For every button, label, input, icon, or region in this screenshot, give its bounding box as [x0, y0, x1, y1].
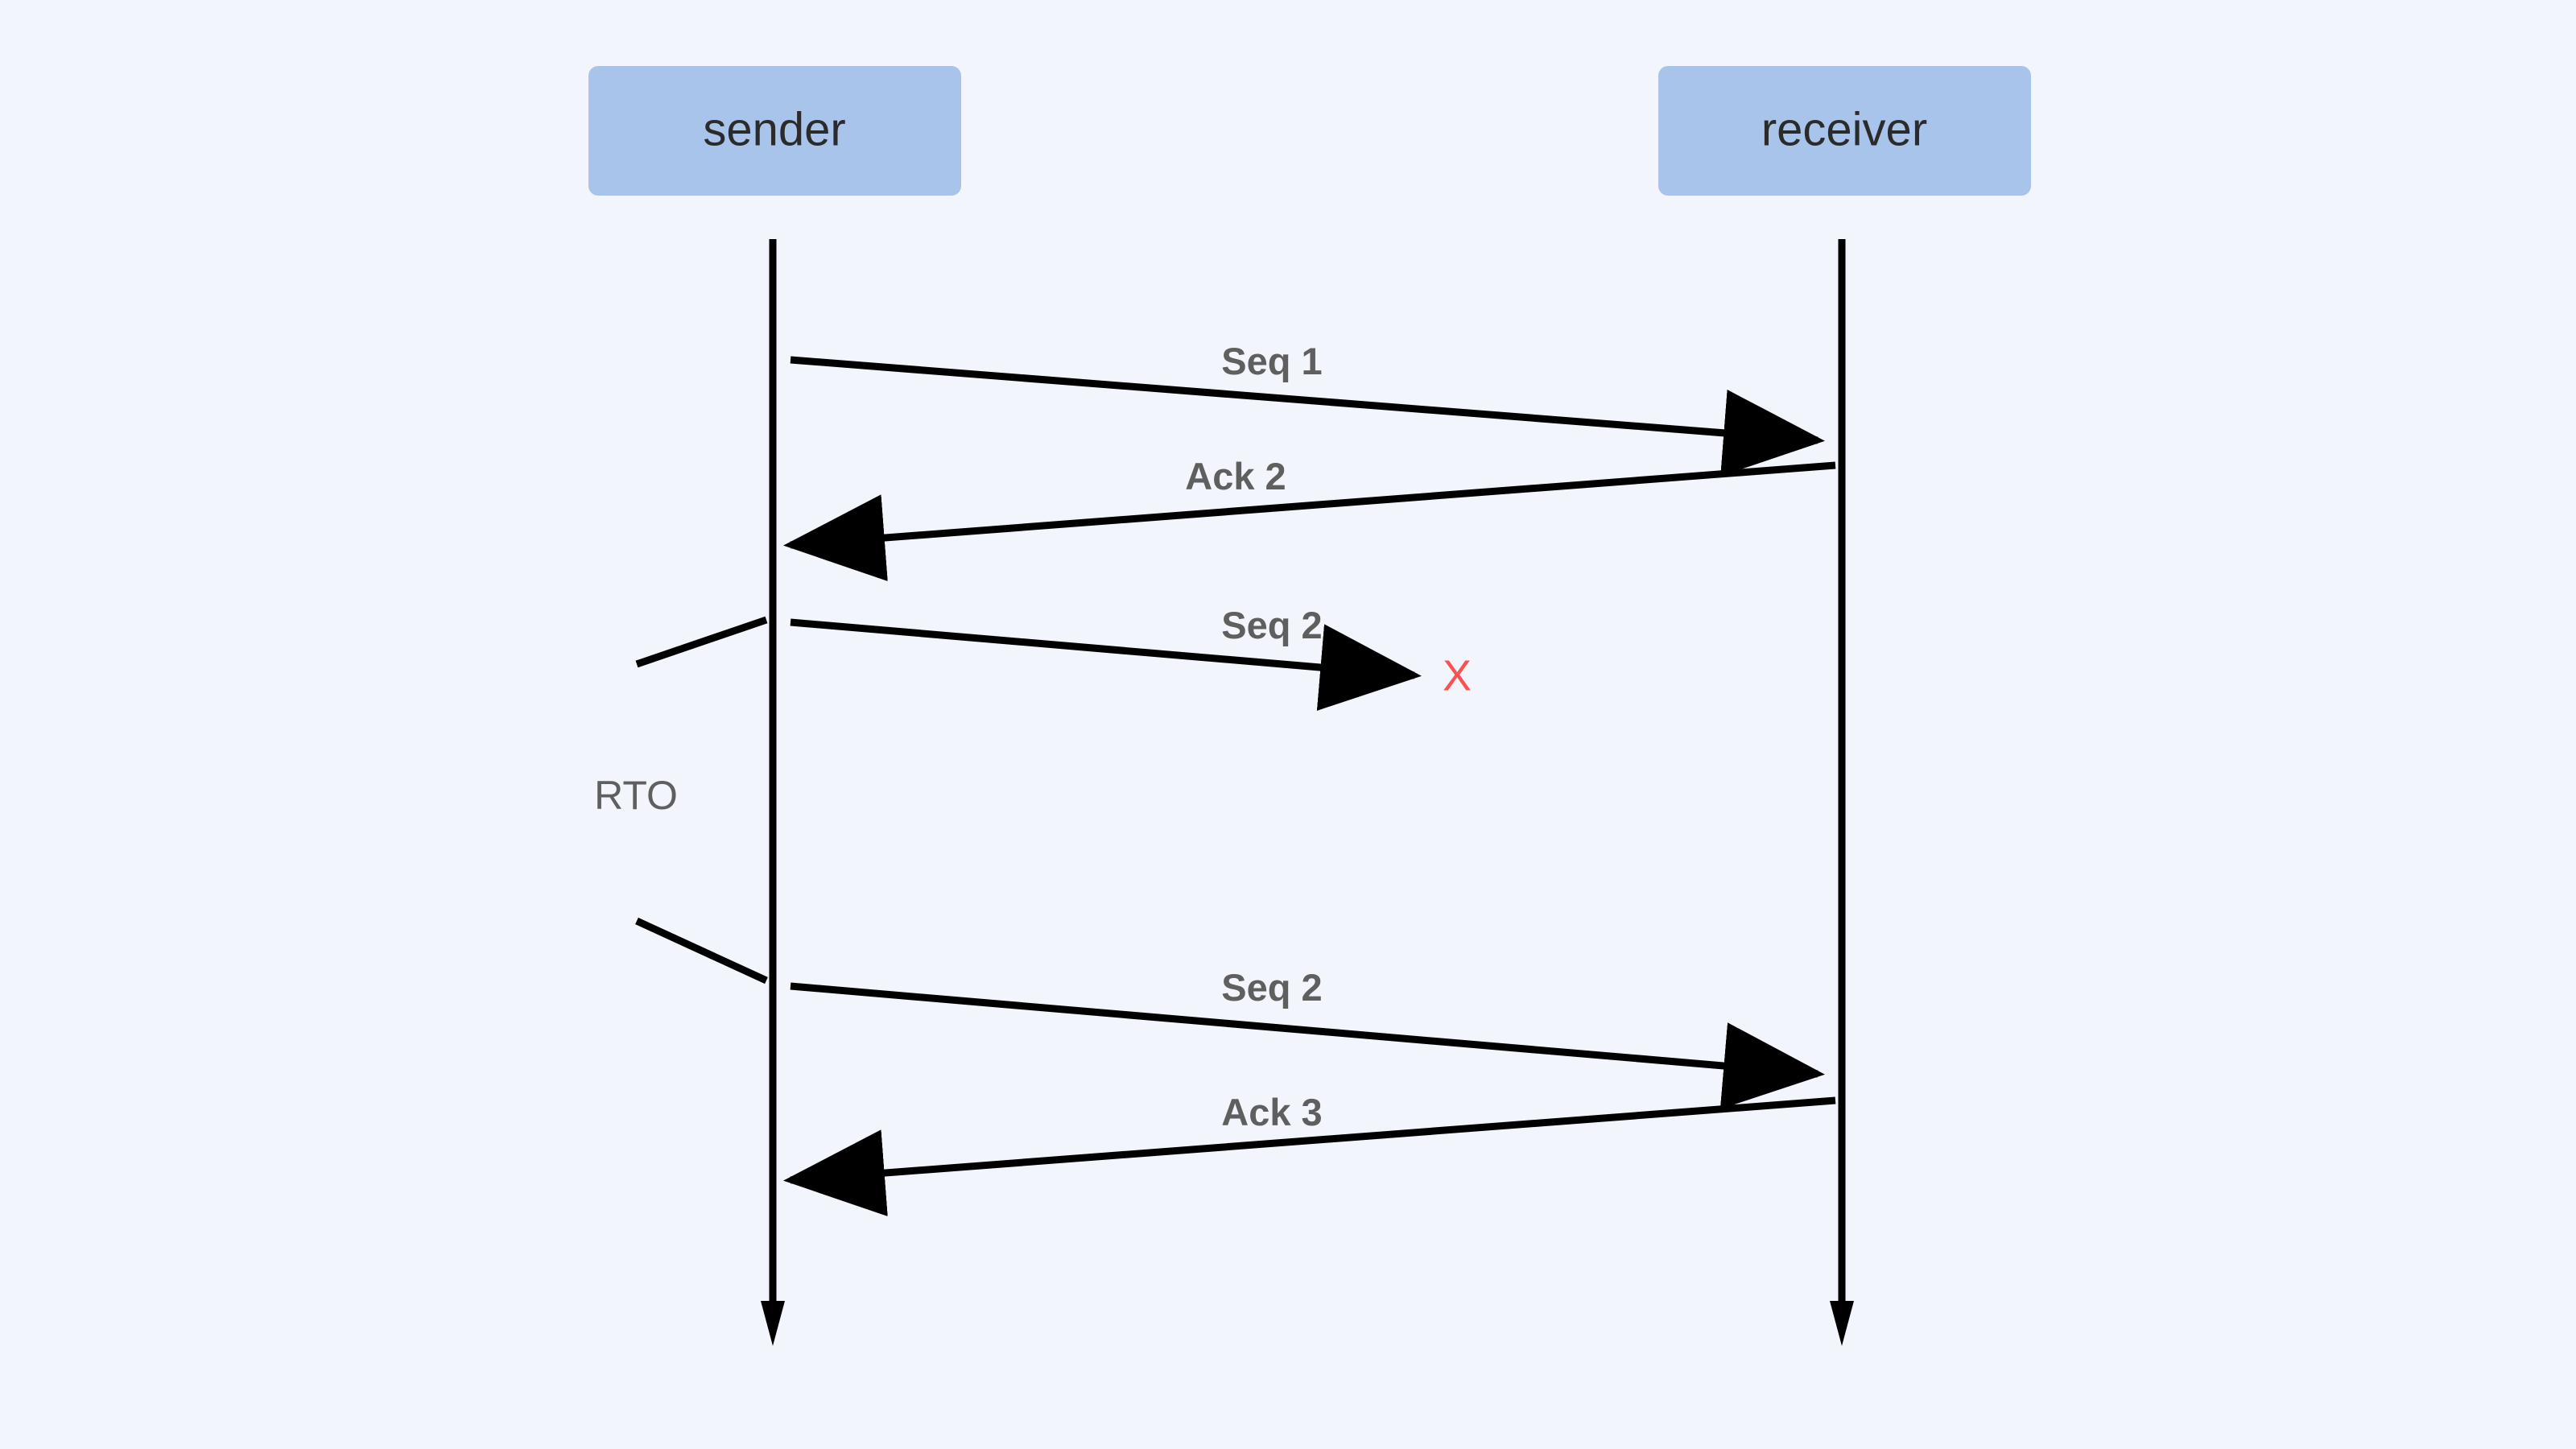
message-seq-2-retransmit[interactable]: Seq 2: [790, 966, 1825, 1109]
message-ack-2[interactable]: Ack 2: [783, 455, 1836, 581]
message-seq-2-retransmit-arrow[interactable]: [790, 982, 1825, 1109]
receiver-box[interactable]: [1658, 66, 2031, 196]
message-ack-3-label: Ack 3: [1221, 1091, 1322, 1133]
message-seq-2-lost[interactable]: Seq 2 X: [790, 604, 1472, 711]
message-seq-1[interactable]: Seq 1: [790, 340, 1825, 477]
message-ack-3-arrow[interactable]: [783, 1096, 1836, 1216]
message-seq-2-lost-arrow[interactable]: [790, 618, 1422, 711]
message-seq-1-arrow[interactable]: [790, 356, 1825, 477]
rto-timer-end-tick: [635, 917, 768, 985]
receiver-lifeline-end-arrowhead: [1830, 1301, 1854, 1346]
sender-box[interactable]: [588, 66, 961, 196]
rto-timer-label: RTO: [594, 773, 678, 818]
message-seq-2-retransmit-label: Seq 2: [1221, 966, 1322, 1009]
participant-receiver[interactable]: receiver: [1658, 66, 2031, 196]
participant-sender[interactable]: sender: [588, 66, 961, 196]
receiver-box-label: receiver: [1761, 103, 1927, 155]
message-ack-3[interactable]: Ack 3: [783, 1091, 1836, 1216]
message-ack-2-arrow[interactable]: [783, 461, 1836, 581]
packet-loss-x-icon: X: [1443, 651, 1472, 700]
message-ack-2-label: Ack 2: [1185, 455, 1286, 497]
message-seq-1-label: Seq 1: [1221, 340, 1322, 382]
message-seq-2-lost-label: Seq 2: [1221, 604, 1322, 646]
sender-box-label: sender: [703, 103, 845, 155]
sender-lifeline-end-arrowhead: [761, 1301, 785, 1346]
rto-timer-start-tick: [635, 616, 768, 668]
